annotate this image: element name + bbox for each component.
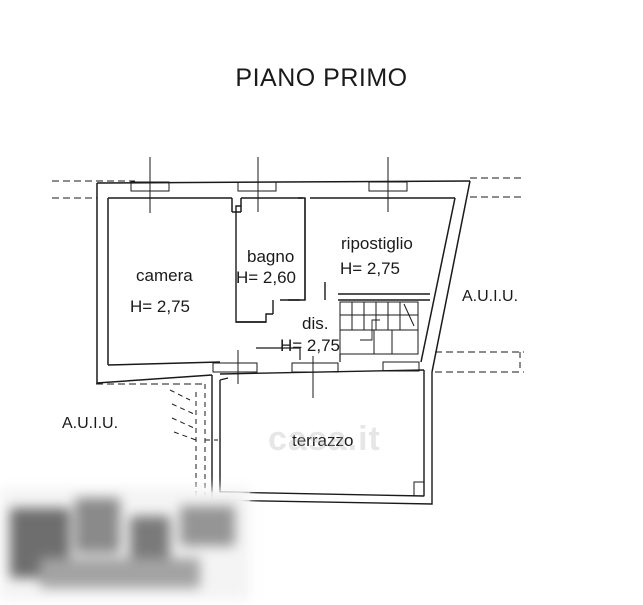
room-label-terrazzo: terrazzo (292, 431, 354, 450)
room-label-camera: camera (136, 266, 193, 285)
stairs (339, 301, 419, 355)
outer-walls (96, 180, 471, 384)
room-height-ripostiglio: H= 2,75 (340, 259, 401, 278)
plan-title: PIANO PRIMO (235, 64, 408, 92)
bagno-walls (235, 197, 306, 323)
room-height-disimpegno: H= 2,75 (280, 336, 341, 355)
blurred-logo (0, 488, 250, 600)
auiu-label-right: A.U.I.U. (462, 288, 519, 305)
ripostiglio-walls (304, 198, 430, 301)
room-label-disimpegno: dis. (302, 314, 329, 333)
room-label-ripostiglio: ripostiglio (341, 234, 413, 253)
auiu-label-left: A.U.I.U. (62, 415, 119, 432)
room-height-bagno: H= 2,60 (236, 268, 297, 287)
room-label-bagno: bagno (247, 247, 295, 266)
left-hatch (169, 384, 218, 498)
room-height-camera: H= 2,75 (130, 297, 191, 316)
watermark-logo: casa.it (268, 420, 381, 458)
neighbour-wall-left (52, 177, 524, 385)
disimpegno-walls (256, 347, 341, 362)
